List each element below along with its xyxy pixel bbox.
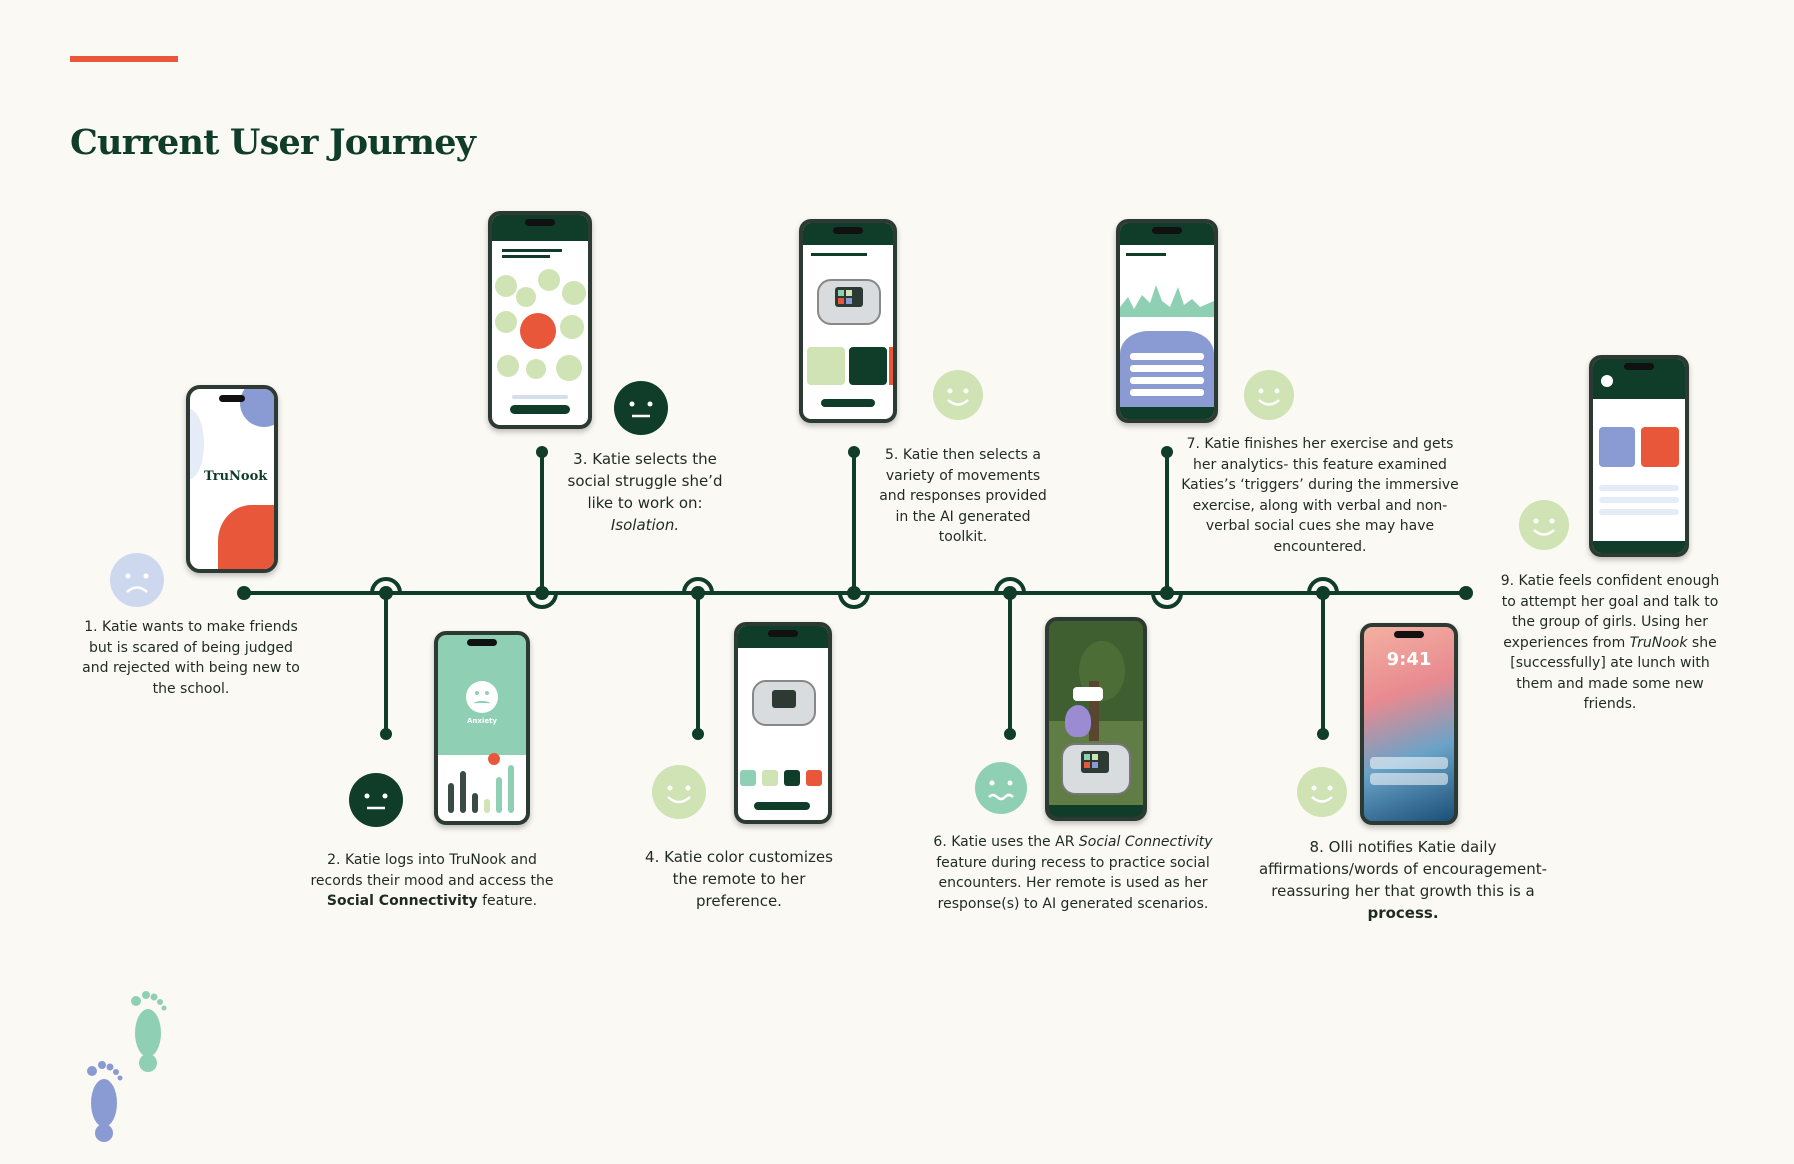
timeline-end-dot [1459,586,1473,600]
junction-5 [838,592,870,609]
node-6 [1003,586,1017,600]
end-dot-5 [848,446,860,458]
speech-bubble [1073,687,1103,701]
footprint-icon [131,991,167,1072]
end-dot-2 [380,728,392,740]
step-7: 7. Katie finishes her exercise and gets … [1181,436,1459,555]
junction-6 [994,577,1026,594]
node-3 [535,586,549,600]
continue-button[interactable] [510,405,570,414]
junction-3 [526,592,558,609]
end-dot-8 [1317,728,1329,740]
remote-icon [1061,743,1131,795]
face-icon [466,681,498,713]
node-5 [847,586,861,600]
phone-color-remote [734,622,832,824]
neutral-face-icon [349,773,403,827]
neutral-face-icon [614,381,668,435]
step-9: 9. Katie feels confident enough to attem… [1500,573,1720,712]
step-6: 6. Katie uses the AR Social Connectivity… [933,834,1213,912]
analytics-chart [1120,285,1214,317]
color-swatch-lime[interactable] [762,770,778,786]
end-dot-3 [536,446,548,458]
phone-lock-screen: 9:41 [1360,623,1458,825]
node-8 [1316,586,1330,600]
phone-dashboard [1589,355,1689,557]
junction-2 [370,577,402,594]
timeline-start-dot [237,586,251,600]
step-5: 5. Katie then selects a variety of movem… [879,447,1047,545]
end-dot-6 [1004,728,1016,740]
lock-time: 9:41 [1386,649,1432,670]
avatar [1601,375,1613,387]
node-7 [1160,586,1174,600]
node-4 [691,586,705,600]
nervous-face-icon [975,762,1027,814]
phone-mood: Anxiety [434,631,530,825]
phone-create-experience [799,219,897,423]
step-1: 1. Katie wants to make friends but is sc… [82,619,300,697]
logo: TruNook [204,469,268,484]
happy-face-icon [933,370,983,420]
notification-1[interactable] [1370,757,1448,769]
lets-begin-button[interactable] [821,399,875,407]
step-8: 8. Olli notifies Katie daily affirmation… [1258,838,1548,922]
color-swatch-green[interactable] [784,770,800,786]
footprint-icon [87,1061,123,1142]
color-swatch-orange[interactable] [806,770,822,786]
end-dot-7 [1161,446,1173,458]
junction-8 [1307,577,1339,594]
color-swatch-mint[interactable] [740,770,756,786]
happy-face-icon [1297,767,1347,817]
junction-4 [682,577,714,594]
isolation-bubble [520,313,556,349]
phone-analytics [1116,219,1218,423]
phone-ar-scene [1045,617,1147,821]
mood-label: Anxiety [467,717,497,725]
phone-splash: TruNook [186,385,278,573]
step-3: 3. Katie selects the social struggle she… [567,450,723,534]
junction-7 [1151,592,1183,609]
sad-face-icon [110,553,164,607]
remote-icon [817,279,881,325]
happy-face-icon [652,765,706,819]
happy-face-icon [1244,370,1294,420]
step-2: 2. Katie logs into TruNook and records t… [310,852,554,909]
notification-2[interactable] [1370,773,1448,785]
happy-face-icon [1519,500,1569,550]
page-title: Current User Journey [70,122,476,163]
remote-icon [752,680,816,726]
phone-struggle [488,211,592,429]
next-button[interactable] [754,802,810,810]
octopus-icon [1065,705,1091,737]
node-2 [379,586,393,600]
step-4: 4. Katie color customizes the remote to … [645,848,833,910]
accent-bar [70,56,178,62]
end-dot-4 [692,728,704,740]
